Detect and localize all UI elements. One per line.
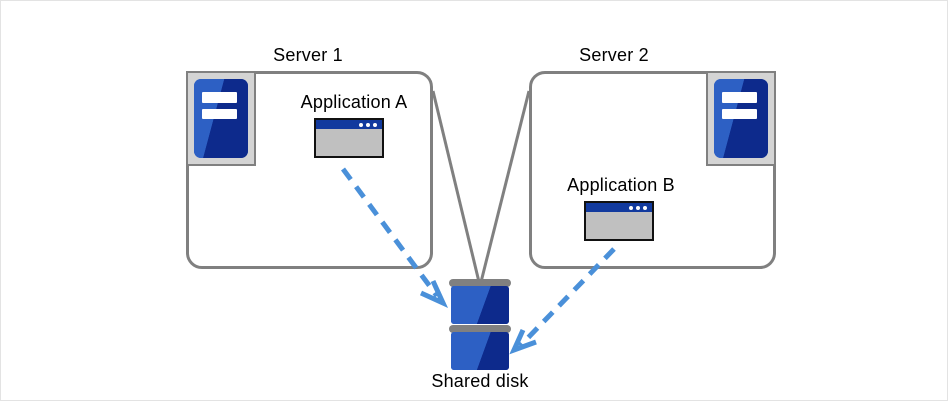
shared-disk-unit-top [449,279,511,327]
application-b-access-arrow [509,247,616,355]
application-b-window-icon [584,201,654,241]
disk-cap [449,325,511,333]
server-icon-slot-1 [721,92,758,103]
server-icon-body [194,79,248,158]
server-1-server-icon [186,71,256,166]
server-icon-slot-1 [201,92,238,103]
application-a-access-arrow [340,167,449,309]
server-icon-body [714,79,768,158]
application-a-window-icon [314,118,384,158]
server1-to-disk-link [431,90,481,283]
window-dot-2 [636,205,640,210]
shared-disk-unit-bottom [449,325,511,373]
server-2-boundary [529,71,776,269]
server-2-server-icon [706,71,776,166]
window-dot-2 [366,122,370,127]
server-2-title: Server 2 [579,45,649,65]
window-dot-3 [373,122,377,127]
disk-shading [451,286,509,324]
shared-disk-label: Shared disk [431,371,529,391]
server-1-title: Server 1 [273,45,343,65]
server-icon-slot-2 [721,109,758,120]
application-b-label: Application B [567,175,675,195]
window-dot-3 [643,205,647,210]
server-icon-slot-2 [201,109,238,120]
server-1-boundary [186,71,433,269]
application-window-titlebar [316,120,382,129]
server2-to-disk-link [479,90,531,283]
disk-cap [449,279,511,287]
window-dot-1 [359,122,363,127]
application-a-label: Application A [300,92,408,112]
application-window-titlebar [586,203,652,212]
disk-body [451,286,509,324]
disk-shading [451,332,509,370]
window-dot-1 [629,205,633,210]
disk-body [451,332,509,370]
